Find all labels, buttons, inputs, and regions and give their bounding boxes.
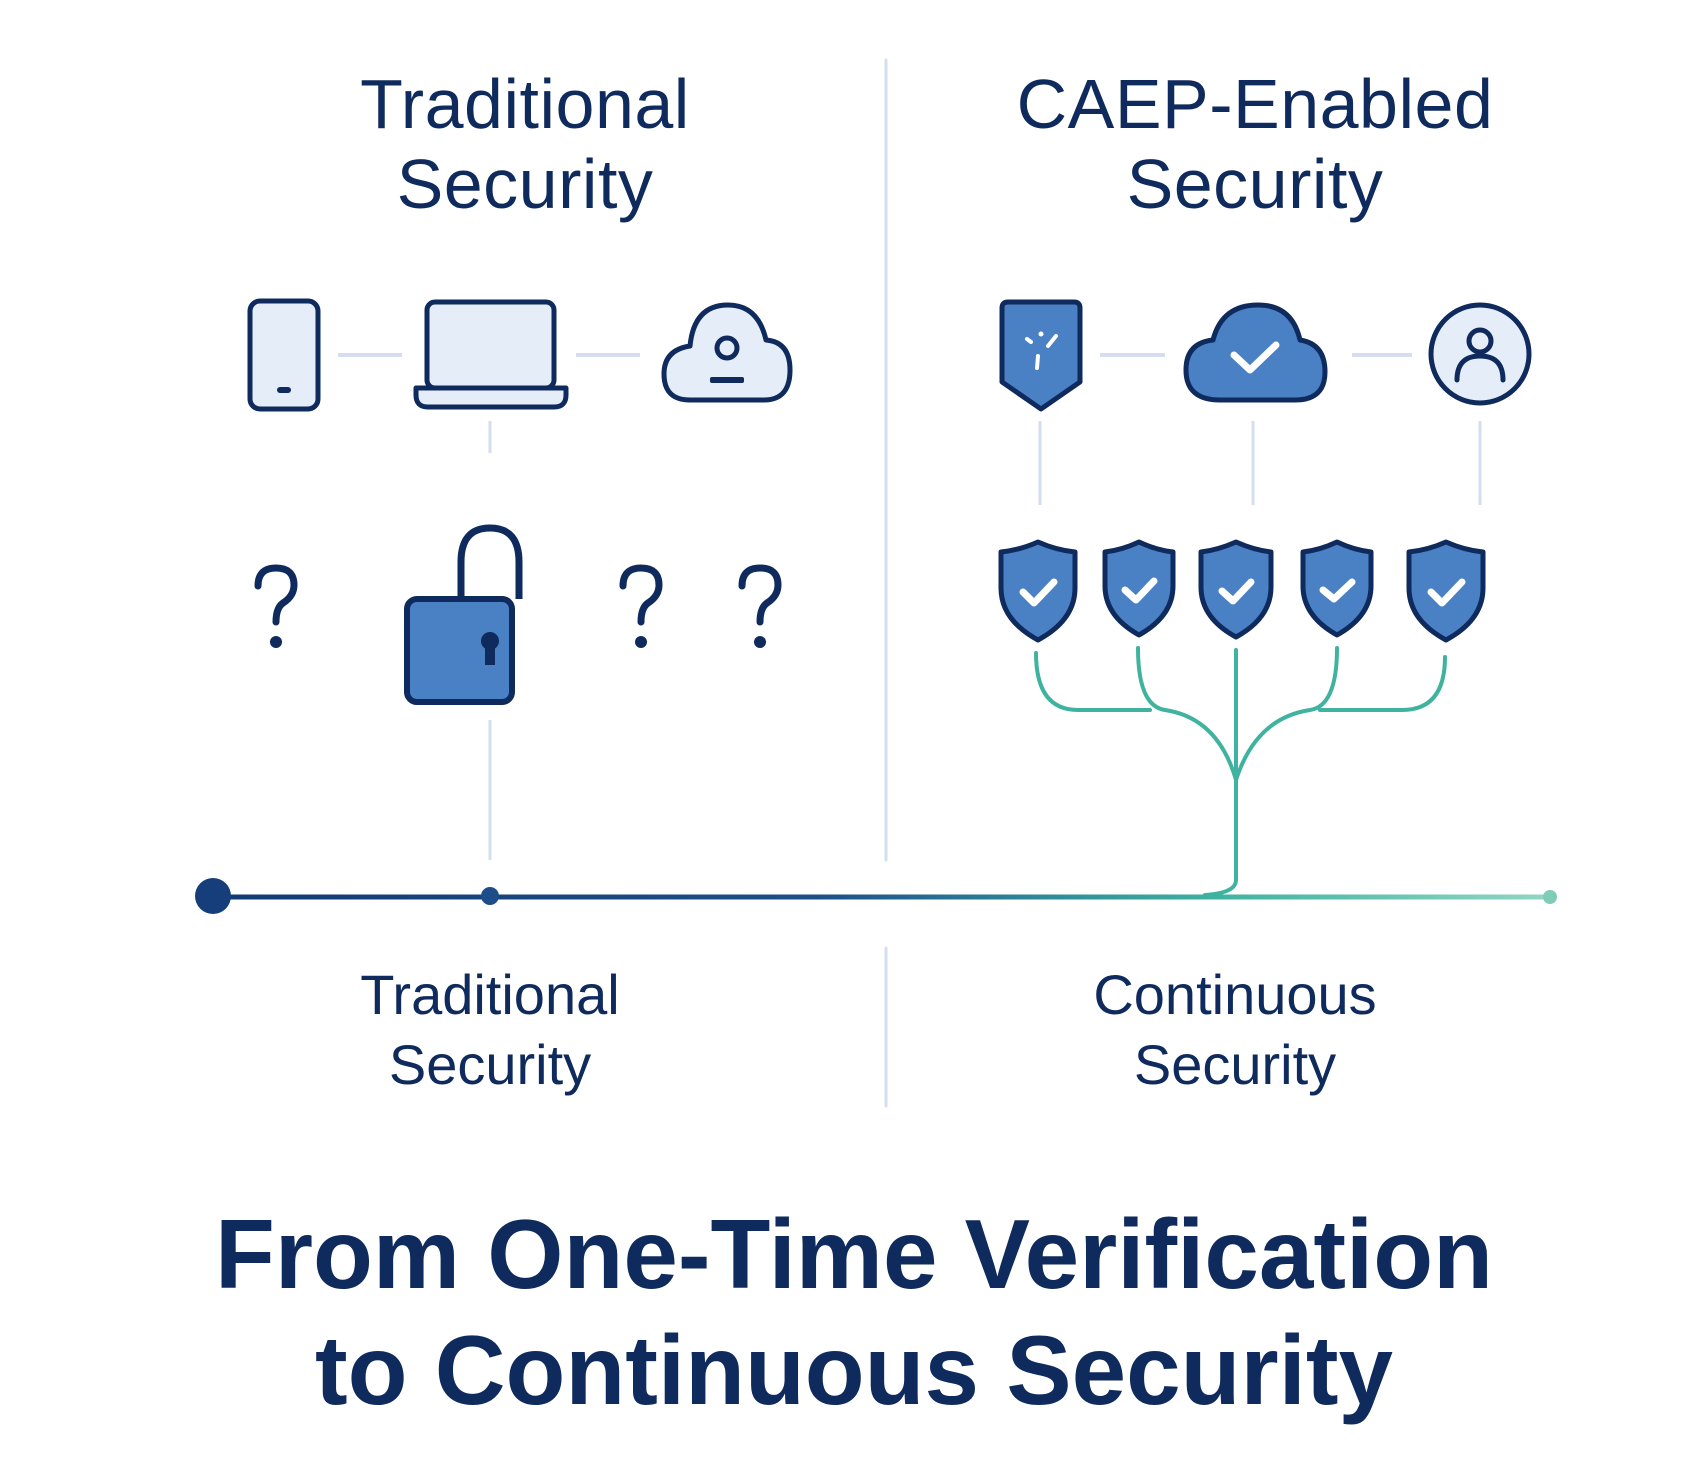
phone-icon xyxy=(247,298,321,412)
badge-shield-icon xyxy=(999,299,1083,412)
page-title-line2: to Continuous Security xyxy=(315,1315,1393,1425)
shield-check-icon xyxy=(1198,539,1274,640)
shield-check-icon xyxy=(1102,539,1176,638)
user-circle-icon xyxy=(1428,302,1532,406)
question-mark-icon xyxy=(619,564,663,648)
page-title: From One-Time Verification to Continuous… xyxy=(0,1196,1708,1428)
timeline-end-dot xyxy=(1543,890,1557,904)
right-heading-line1: CAEP-Enabled xyxy=(1016,65,1494,143)
timeline-label-continuous: Continuous Security xyxy=(1035,960,1435,1100)
left-heading-line2: Security xyxy=(396,145,654,223)
cloud-user-icon xyxy=(661,302,793,403)
padlock-icon xyxy=(404,524,523,705)
signal-tree xyxy=(1034,646,1447,897)
right-panel-heading: CAEP-Enabled Security xyxy=(990,64,1520,224)
cloud-check-icon xyxy=(1183,302,1328,403)
question-mark-icon xyxy=(738,564,782,648)
left-panel-heading: Traditional Security xyxy=(290,64,760,224)
timeline-label-continuous-line2: Security xyxy=(1133,1033,1337,1096)
question-mark-icon xyxy=(254,564,298,648)
right-heading-line2: Security xyxy=(1126,145,1384,223)
laptop-icon xyxy=(413,299,569,410)
timeline-label-traditional-line1: Traditional xyxy=(360,963,620,1026)
timeline-label-continuous-line1: Continuous xyxy=(1093,963,1377,1026)
source-connectors xyxy=(1038,421,1482,505)
timeline-label-traditional-line2: Security xyxy=(388,1033,592,1096)
page-title-line1: From One-Time Verification xyxy=(215,1199,1493,1309)
left-heading-line1: Traditional xyxy=(360,65,690,143)
shield-check-icon xyxy=(1406,539,1486,643)
timeline-login-dot xyxy=(481,887,499,905)
timeline-start-dot xyxy=(195,878,231,914)
timeline-label-traditional: Traditional Security xyxy=(290,960,690,1100)
shield-check-icon xyxy=(1300,539,1374,638)
timeline xyxy=(195,878,1557,914)
shield-check-icon xyxy=(998,539,1078,643)
